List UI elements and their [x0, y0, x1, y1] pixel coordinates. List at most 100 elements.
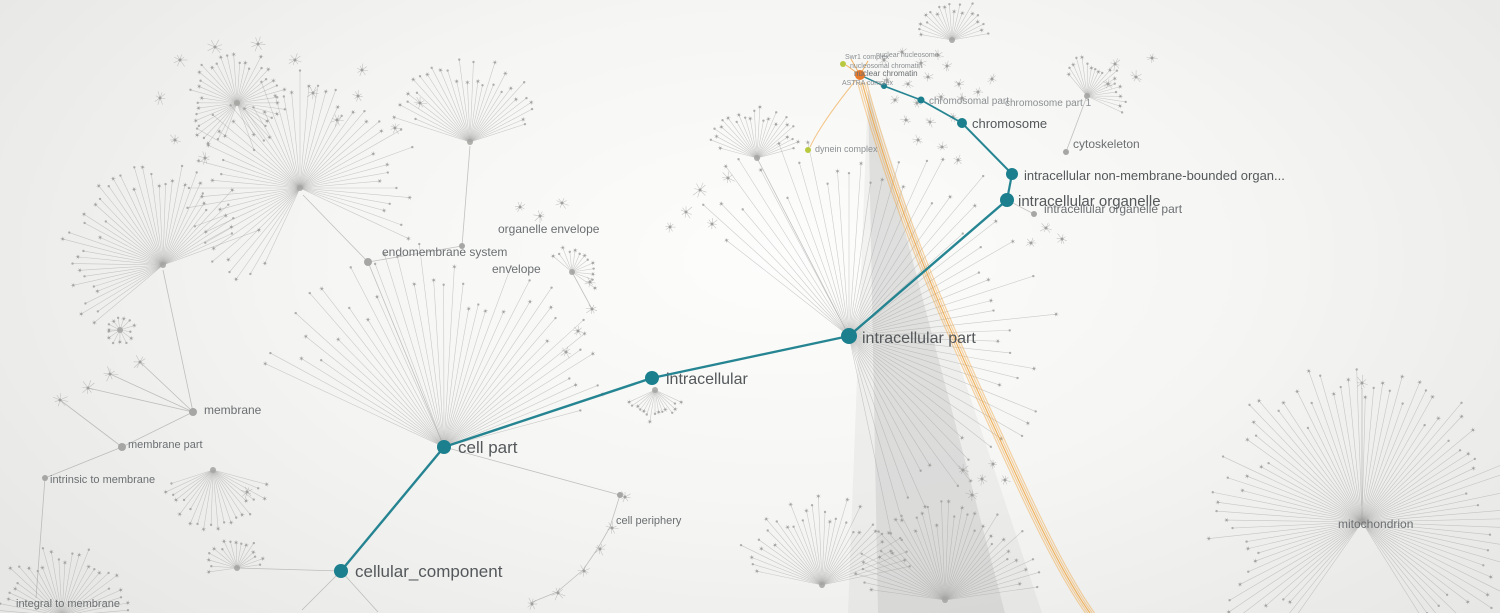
node-periphery_hub[interactable]	[617, 492, 623, 498]
node-non_membrane_bounded_organelle[interactable]	[1006, 168, 1018, 180]
star-glyph	[527, 597, 538, 610]
star-glyph	[414, 97, 428, 109]
edge-fan	[0, 547, 131, 613]
node-endomembrane_system[interactable]	[364, 258, 372, 266]
star-glyph	[560, 346, 572, 359]
node-membrane[interactable]	[189, 408, 197, 416]
star-glyph	[954, 78, 965, 90]
star-glyph	[1039, 222, 1052, 233]
star-glyph	[551, 587, 566, 601]
star-glyph	[953, 154, 962, 165]
node-cytoskeleton[interactable]	[1063, 149, 1069, 155]
star-glyph	[82, 380, 95, 394]
star-glyph	[207, 39, 223, 54]
edge-cellular_component-cell_part	[340, 446, 445, 572]
star-glyph	[154, 91, 166, 105]
star-glyph	[1000, 475, 1011, 485]
star-glyph	[306, 86, 319, 100]
labels: cellular_component cell part intracellular…	[16, 52, 1413, 610]
star-glyph	[881, 74, 892, 86]
node-envelope_stem[interactable]	[459, 243, 465, 249]
label-cellular-component: cellular_component	[355, 562, 503, 581]
label-intracellular-part: intracellular part	[862, 330, 976, 347]
star-glyph	[584, 276, 596, 288]
node-intracellular_organelle[interactable]	[1000, 193, 1014, 207]
label-endomembrane-system: endomembrane system	[382, 245, 507, 259]
star-glyph	[935, 93, 947, 102]
star-glyph	[515, 201, 526, 213]
star-glyph	[988, 459, 997, 469]
label-mitochondrion: mitochondrion	[1338, 517, 1413, 531]
node-intracellular[interactable]	[645, 371, 659, 385]
label-intracellular: intracellular	[666, 371, 748, 388]
gray-edges	[35, 95, 1363, 613]
node-intrinsic_to_membrane[interactable]	[42, 475, 48, 481]
star-glyph	[925, 117, 936, 128]
orange-edge-bundle	[809, 58, 1095, 613]
node-nucleosome_highlight[interactable]	[855, 70, 865, 80]
node-chromatin_junction[interactable]	[881, 83, 887, 89]
graph-nodes	[42, 61, 1069, 578]
star-glyph	[1102, 79, 1113, 89]
label-nucleosomal-chromatin: nucleosomal chromatin	[850, 63, 922, 70]
satellite-stars	[53, 36, 1368, 610]
star-glyph	[103, 366, 119, 382]
node-organelle_part[interactable]	[1031, 211, 1037, 217]
label-astra-complex: ASTRA complex	[842, 80, 893, 87]
star-glyph	[250, 36, 266, 52]
star-glyph	[555, 198, 569, 209]
star-glyph	[942, 60, 953, 72]
label-cell-periphery: cell periphery	[616, 515, 682, 527]
label-cell-part: cell part	[458, 438, 518, 457]
star-glyph	[879, 54, 889, 65]
star-glyph	[680, 206, 693, 219]
label-intrinsic-to-membrane: intrinsic to membrane	[50, 474, 155, 486]
label-nuclear-chromatin: nuclear chromatin	[854, 69, 918, 78]
node-swr1_complex[interactable]	[840, 61, 846, 67]
label-swr1-complex: Swr1 complex	[845, 54, 889, 61]
star-glyph	[922, 72, 934, 82]
node-chromosomal_part[interactable]	[917, 96, 925, 104]
edge-intracellular_part-intracellular_organelle	[848, 199, 1008, 337]
edge-fan	[702, 140, 1059, 535]
star-glyph	[1026, 237, 1037, 247]
label-cytoskeleton: cytoskeleton	[1073, 137, 1140, 151]
star-glyph	[897, 47, 907, 57]
edge-fan	[1206, 368, 1500, 613]
star-glyph	[902, 80, 914, 89]
node-intracellular_part[interactable]	[841, 328, 857, 344]
star-glyph	[198, 151, 210, 165]
node-cellular_component[interactable]	[334, 564, 348, 578]
star-glyph	[933, 49, 944, 60]
star-glyph	[288, 53, 302, 66]
star-glyph	[585, 304, 598, 315]
edge-fan	[262, 242, 605, 450]
node-chromosome[interactable]	[957, 118, 967, 128]
star-glyph	[707, 218, 718, 230]
node-dynein_complex[interactable]	[805, 147, 811, 153]
label-membrane: membrane	[204, 403, 262, 417]
edge-chromosome-chromosomal_part	[920, 99, 963, 124]
star-glyph	[356, 63, 368, 77]
label-organelle-envelope: organelle envelope	[498, 222, 600, 236]
label-chromosome-part-1: chromosome part 1	[1005, 98, 1092, 109]
edge-non_membrane_bounded_organelle-chromosome	[961, 122, 1013, 175]
star-glyph	[241, 486, 253, 499]
star-glyph	[912, 97, 922, 108]
star-glyph	[1130, 70, 1142, 83]
star-glyph	[721, 171, 735, 184]
node-membrane_part[interactable]	[118, 443, 126, 451]
edge-fan	[189, 51, 287, 152]
star-glyph	[605, 521, 619, 534]
label-intracellular-non-membrane-bounded-organ-: intracellular non-membrane-bounded organ…	[1024, 168, 1285, 183]
star-glyph	[973, 87, 984, 97]
star-glyph	[936, 141, 948, 151]
star-glyph	[619, 491, 631, 503]
star-glyph	[915, 58, 927, 69]
star-glyph	[390, 123, 403, 135]
label-membrane-part: membrane part	[128, 439, 203, 451]
star-glyph	[1146, 53, 1158, 63]
node-cell_part[interactable]	[437, 440, 451, 454]
